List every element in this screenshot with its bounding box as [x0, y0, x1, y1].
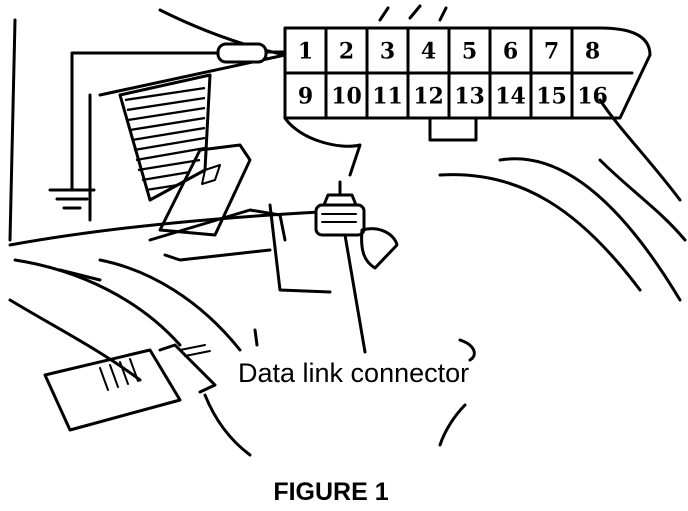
accelerator-pedal	[43, 343, 217, 432]
ground-symbol-icon	[48, 188, 96, 210]
pin-number: 8	[585, 39, 600, 65]
pin-number: 1	[298, 39, 313, 65]
pin-number: 3	[380, 39, 395, 65]
callout-label: Data link connector	[238, 358, 469, 388]
pedal-bracket	[148, 143, 287, 262]
dashboard-outline	[8, 4, 687, 302]
pin-row-bottom: 9 10 11 12 13 14 15 16	[298, 71, 608, 120]
pin-number: 6	[503, 39, 518, 65]
pin-number: 14	[495, 84, 526, 110]
pin-number: 7	[544, 39, 559, 65]
pin-number: 4	[421, 39, 436, 65]
pin-number: 12	[413, 84, 444, 110]
hatched-panel	[118, 73, 212, 202]
pin-number: 5	[462, 39, 477, 65]
floor-and-column	[8, 203, 476, 457]
callout-leader-line	[343, 233, 367, 354]
pin-number: 15	[536, 84, 567, 110]
pin-number: 16	[577, 84, 608, 110]
pin-number: 10	[331, 84, 362, 110]
pin-number: 11	[372, 84, 403, 110]
pin-number: 9	[298, 84, 313, 110]
ground-wire	[70, 42, 287, 192]
data-link-connector-socket	[314, 180, 399, 270]
pin-number: 2	[339, 39, 354, 65]
pin-number: 13	[454, 84, 485, 110]
figure-caption: FIGURE 1	[273, 478, 388, 506]
